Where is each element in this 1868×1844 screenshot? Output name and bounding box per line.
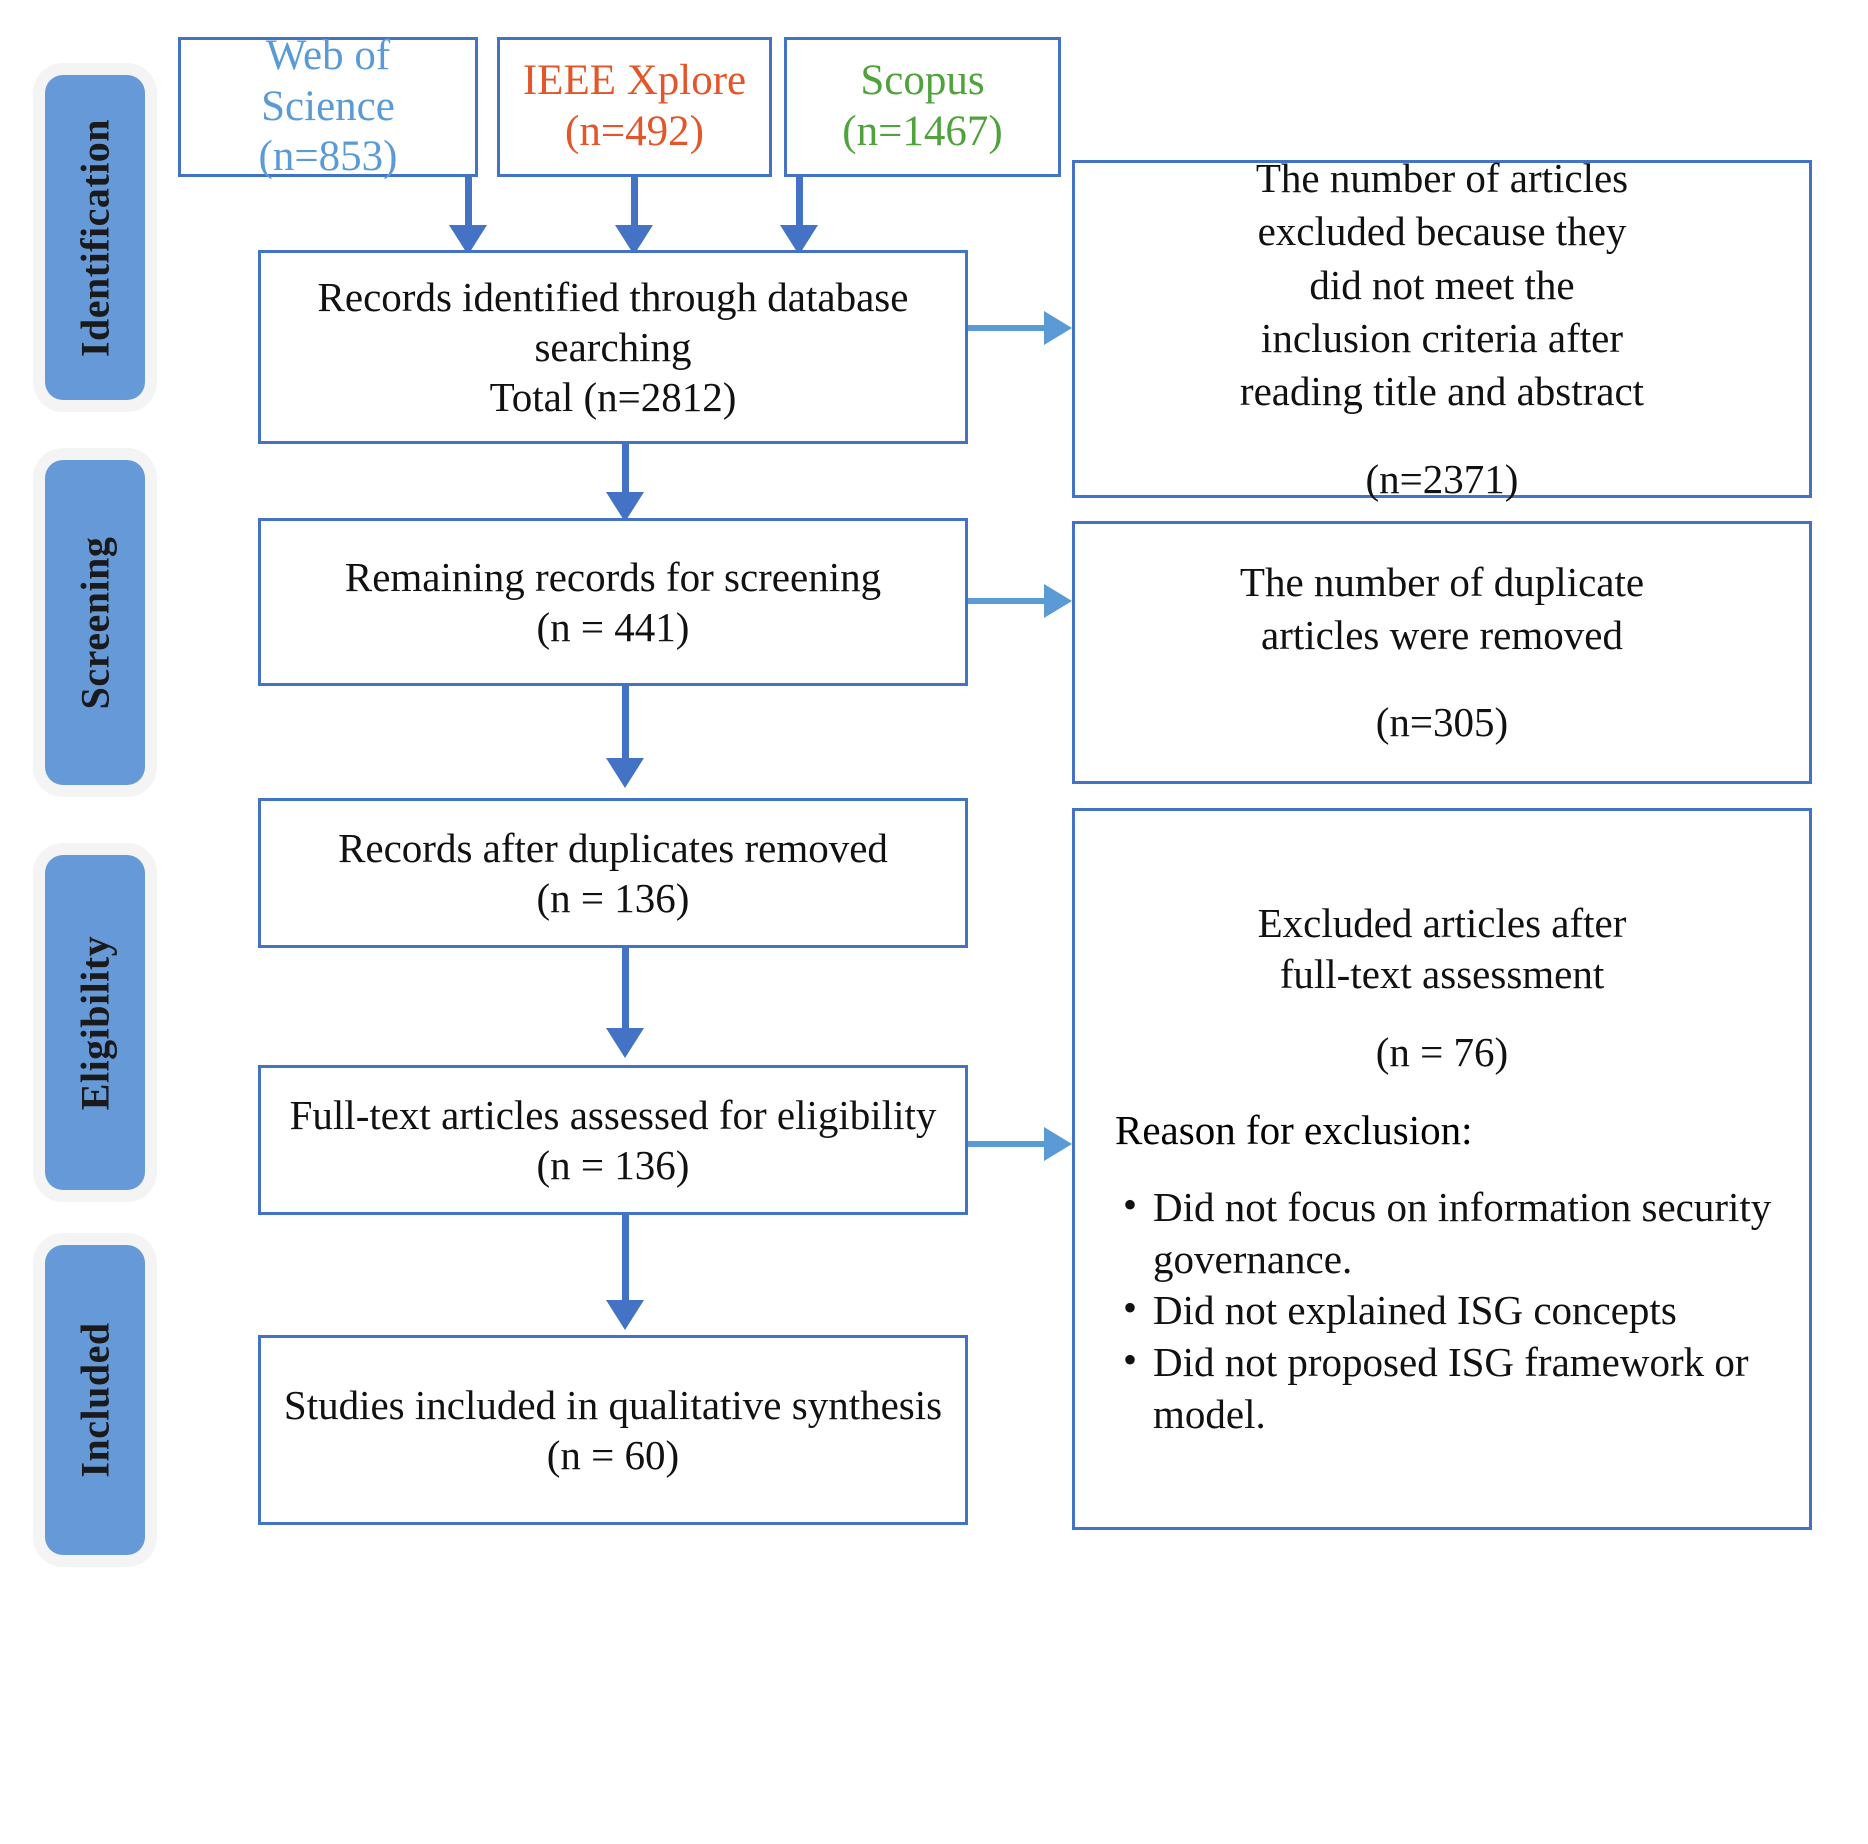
flow-line-studies-included-1: Studies included in qualitative synthesi… (283, 1381, 943, 1428)
stage-bar-screening: Screening (45, 460, 145, 785)
source-text-scopus: Scopus (n=1467) (828, 56, 1016, 157)
source-count-web-of-science: (n=853) (258, 133, 398, 181)
connector-fulltext-to-included (622, 1215, 629, 1310)
exclusion-body-full-text-excluded: Excluded articles after full-text assess… (1075, 898, 1809, 1441)
arrowhead-records-to-criteria (1044, 311, 1072, 345)
connector-records-to-remaining (622, 444, 629, 506)
source-text-ieee-xplore: IEEE Xplore (n=492) (509, 56, 760, 157)
flow-line-full-text-1: Full-text articles assessed for eligibil… (289, 1091, 937, 1138)
flow-text-full-text-assessed: Full-text articles assessed for eligibil… (276, 1090, 951, 1190)
flow-box-records-identified: Records identified through database sear… (258, 250, 968, 444)
exclusion-line-criteria-5: reading title and abstract (1239, 368, 1645, 415)
flow-box-studies-included: Studies included in qualitative synthesi… (258, 1335, 968, 1525)
flow-box-records-after-duplicates: Records after duplicates removed (n = 13… (258, 798, 968, 948)
source-name-scopus: Scopus (860, 57, 985, 105)
connector-scopus-to-records (796, 177, 803, 237)
exclusion-line-criteria-1: The number of articles (1255, 155, 1629, 202)
exclusion-line-criteria-4: inclusion criteria after (1260, 315, 1623, 361)
flow-text-records-after-duplicates: Records after duplicates removed (n = 13… (324, 823, 902, 923)
source-count-scopus: (n=1467) (842, 108, 1003, 155)
connector-ieee-to-records (631, 177, 638, 237)
exclusion-line-criteria-2: excluded because they (1257, 208, 1627, 255)
connector-remaining-to-afterdup (622, 686, 629, 768)
exclusion-reason-item: Did not explained ISG concepts (1123, 1283, 1791, 1337)
source-box-scopus: Scopus (n=1467) (784, 37, 1061, 177)
connector-wos-to-records (465, 177, 472, 237)
stage-label-screening: Screening (72, 536, 118, 709)
exclusion-line-duplicates-1: The number of duplicate (1239, 558, 1645, 605)
source-name-ieee-xplore: IEEE Xplore (522, 57, 747, 105)
exclusion-reason-list: Did not focus on information security go… (1093, 1180, 1791, 1440)
connector-fulltext-to-excluded (968, 1141, 1046, 1147)
exclusion-text-not-meeting-criteria: The number of articles excluded because … (1226, 152, 1658, 506)
exclusion-line-fulltext-1: Excluded articles after (1257, 899, 1627, 946)
connector-records-to-criteria (968, 325, 1046, 331)
flow-line-remaining-records-2: (n = 441) (536, 604, 690, 650)
arrowhead-remaining-to-afterdup (606, 758, 644, 788)
stage-label-included: Included (72, 1322, 118, 1478)
source-box-ieee-xplore: IEEE Xplore (n=492) (497, 37, 772, 177)
exclusion-reason-item: Did not focus on information security go… (1123, 1180, 1791, 1285)
flow-box-remaining-records: Remaining records for screening (n = 441… (258, 518, 968, 686)
stage-bar-identification: Identification (45, 75, 145, 400)
source-box-web-of-science: Web of Science (n=853) (178, 32, 478, 180)
arrowhead-records-to-remaining (606, 492, 644, 522)
connector-afterdup-to-fulltext (622, 948, 629, 1038)
flow-line-records-identified-3: Total (n=2812) (489, 374, 737, 420)
exclusion-text-duplicates-removed: The number of duplicate articles were re… (1226, 556, 1658, 750)
exclusion-reason-item: Did not proposed ISG framework or model. (1123, 1335, 1791, 1440)
stage-bar-eligibility: Eligibility (45, 855, 145, 1190)
flow-line-records-identified-1: Records identified through database (317, 273, 909, 320)
exclusion-box-full-text-excluded: Excluded articles after full-text assess… (1072, 808, 1812, 1530)
exclusion-reason-heading: Reason for exclusion: (1115, 1106, 1473, 1153)
source-name-web-of-science: Web of Science (261, 31, 395, 130)
exclusion-box-not-meeting-criteria: The number of articles excluded because … (1072, 155, 1812, 502)
flow-text-records-identified: Records identified through database sear… (304, 272, 923, 422)
exclusion-line-criteria-3: did not meet the (1309, 261, 1575, 308)
stage-label-identification: Identification (72, 118, 118, 357)
arrowhead-fulltext-to-excluded (1044, 1127, 1072, 1161)
flow-text-studies-included: Studies included in qualitative synthesi… (270, 1380, 956, 1480)
source-count-ieee-xplore: (n=492) (565, 108, 704, 155)
stage-label-eligibility: Eligibility (72, 935, 118, 1110)
flow-box-full-text-assessed: Full-text articles assessed for eligibil… (258, 1065, 968, 1215)
flow-line-full-text-2: (n = 136) (536, 1142, 690, 1188)
arrowhead-afterdup-to-fulltext (606, 1028, 644, 1058)
flow-text-remaining-records: Remaining records for screening (n = 441… (331, 552, 895, 652)
flow-line-records-identified-2: searching (534, 323, 692, 370)
flow-line-after-duplicates-2: (n = 136) (536, 875, 690, 921)
flow-line-remaining-records-1: Remaining records for screening (344, 553, 882, 600)
exclusion-line-fulltext-2: full-text assessment (1279, 951, 1605, 998)
flow-line-studies-included-2: (n = 60) (546, 1432, 680, 1478)
exclusion-line-duplicates-2: articles were removed (1261, 611, 1623, 658)
exclusion-count-criteria: (n=2371) (1365, 455, 1519, 502)
arrowhead-remaining-to-duplicates (1044, 584, 1072, 618)
source-text-web-of-science: Web of Science (n=853) (181, 31, 475, 183)
connector-remaining-to-duplicates (968, 598, 1046, 604)
exclusion-count-duplicates: (n=305) (1375, 699, 1509, 746)
exclusion-count-fulltext: (n = 76) (1375, 1028, 1509, 1075)
arrowhead-fulltext-to-included (606, 1300, 644, 1330)
stage-bar-included: Included (45, 1245, 145, 1555)
flow-line-after-duplicates-1: Records after duplicates removed (338, 824, 888, 871)
exclusion-box-duplicates-removed: The number of duplicate articles were re… (1072, 521, 1812, 784)
